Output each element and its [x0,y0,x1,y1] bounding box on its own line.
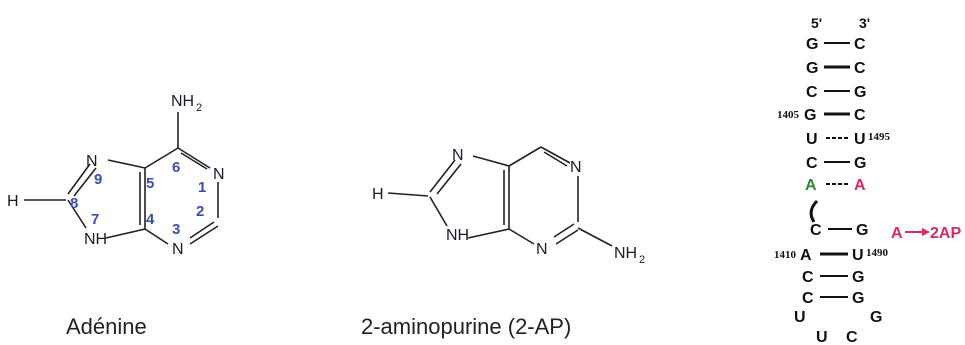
rna-right-base: C [854,107,866,124]
adenine-position-1: 1 [198,179,206,196]
adenine-n9-label: N [86,153,98,170]
rna-position-number: 1405 [777,109,800,121]
rna-right-base: C [854,60,866,77]
rna-left-base: G [806,60,818,77]
aminopurine-nh2-subscript: 2 [639,254,645,266]
rna-pair-row: C G [802,290,864,307]
adenine-h-label: H [7,193,19,210]
aminopurine-n1-label: N [570,159,582,176]
rna-left-base: G [804,107,816,124]
rna-pair-row: 1405 G C [777,107,866,124]
rna-right-base: G [854,155,866,172]
rna-right-base: U [852,247,864,264]
rna-right-base: G [856,222,868,239]
rna-pair-row: C G [810,222,868,239]
rna-left-base: A [800,247,812,264]
rna-left-base: C [806,84,818,101]
adenine-nh2-label: NH [171,93,194,110]
rna-mutation-annotation: A 2AP [891,225,961,242]
adenine-position-7: 7 [91,211,99,228]
rna-pair-row: G C [806,36,866,53]
rna-left-base: C [802,290,814,307]
rna-right-base: G [854,84,866,101]
rna-5prime-label: 5' [811,15,822,31]
aminopurine-n7-label: N [452,147,464,164]
adenine-position-5: 5 [146,175,154,192]
adenine-n3-label: N [172,241,184,258]
mutation-source-label: A [891,225,903,242]
adenine-structure [24,112,219,245]
aminopurine-nh2-label: NH [614,245,637,262]
rna-position-number: 1495 [868,131,891,143]
rna-loop-bottom-right-base: C [846,329,858,345]
adenine-caption: Adénine [66,314,147,339]
rna-position-number: 1490 [866,247,889,259]
adenine-position-8: 8 [70,195,78,212]
rna-mismatch-row: A A [805,177,866,194]
aminopurine-n3-label: N [536,241,548,258]
aminopurine-caption: 2-aminopurine (2-AP) [361,314,571,339]
adenine-position-9: 9 [94,171,102,188]
rna-loop-left-base: U [794,309,806,326]
rna-loop-bottom-left-base: U [816,329,828,345]
rna-right-base-pink: A [854,177,866,194]
rna-right-base: C [854,36,866,53]
rna-left-base: U [806,131,818,148]
aminopurine-h-label: H [372,186,384,203]
rna-left-base: C [802,269,814,286]
mutation-arrowhead-icon [922,228,930,236]
rna-pair-row: 1410 A U 1490 [774,247,889,264]
rna-right-base: G [852,290,864,307]
rna-pair-row: G C [806,60,866,77]
adenine-nh2-subscript: 2 [196,102,202,114]
aminopurine-n9-label: NH [446,227,469,244]
adenine-position-4: 4 [146,211,155,228]
adenine-position-6: 6 [172,159,180,176]
adenine-n1-label: N [213,166,225,183]
rna-left-base-green: A [805,177,817,194]
rna-right-base: G [852,269,864,286]
rna-loop-right-base: G [870,309,882,326]
rna-left-base: C [810,222,822,239]
rna-left-base: G [806,36,818,53]
rna-pair-row: U U 1495 [806,131,891,148]
aminopurine-structure [387,146,613,247]
rna-pair-row: C G [806,84,866,101]
mutation-target-label: 2AP [930,225,961,242]
rna-3prime-label: 3' [859,15,870,31]
rna-pair-row: C G [802,269,864,286]
rna-bulge-mark [809,199,819,223]
rna-right-base: U [854,131,866,148]
rna-pair-row: C G [806,155,866,172]
rna-position-number: 1410 [774,249,797,261]
adenine-n7-label: NH [84,231,107,248]
rna-left-base: C [806,155,818,172]
adenine-position-3: 3 [172,221,180,238]
adenine-position-2: 2 [196,203,204,220]
